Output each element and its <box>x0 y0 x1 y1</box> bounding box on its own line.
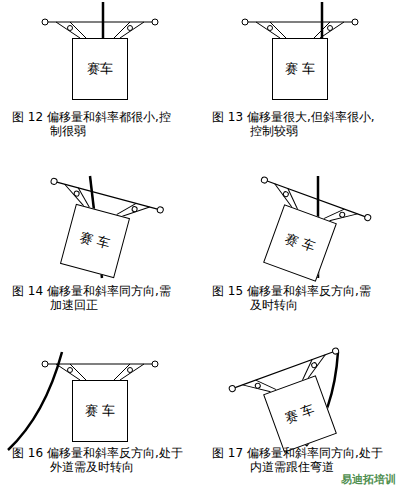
sensor-bar <box>42 19 158 38</box>
race-car: 赛 车 <box>72 380 128 442</box>
car-label: 赛 车 <box>85 402 115 420</box>
race-car: 赛 车 <box>60 204 130 278</box>
figure-caption: 图 16 偏移量和斜率反方向,处于外道需及时转向 <box>12 446 187 474</box>
figure-caption: 图 12 偏移量和斜率都很小,控制很弱 <box>12 110 182 138</box>
figure-caption: 图 14 偏移量和斜率同方向,需加速回正 <box>12 284 182 312</box>
sensor-bar <box>42 361 158 380</box>
figure-caption: 图 15 偏移量和斜率反方向,需及时转向 <box>212 284 382 312</box>
car-label: 赛 车 <box>285 60 315 78</box>
sensor-bar <box>242 19 358 38</box>
watermark: 易迪拓培训 <box>341 474 396 486</box>
figure-caption: 图 13 偏移量很大,但斜率很小,控制较弱 <box>212 110 382 138</box>
race-car: 赛车 <box>72 38 128 100</box>
track-curve <box>8 352 62 450</box>
race-car: 赛 车 <box>272 38 328 100</box>
race-car: 赛 车 <box>263 204 337 281</box>
car-label: 赛 车 <box>283 400 317 427</box>
race-car: 赛 车 <box>263 375 337 452</box>
car-label: 赛 车 <box>78 228 112 253</box>
figure-caption: 图 17 偏移量和斜率同方向,处于内道需跟住弯道 <box>212 446 387 474</box>
car-label: 赛车 <box>87 60 113 78</box>
car-label: 赛 车 <box>283 229 317 256</box>
